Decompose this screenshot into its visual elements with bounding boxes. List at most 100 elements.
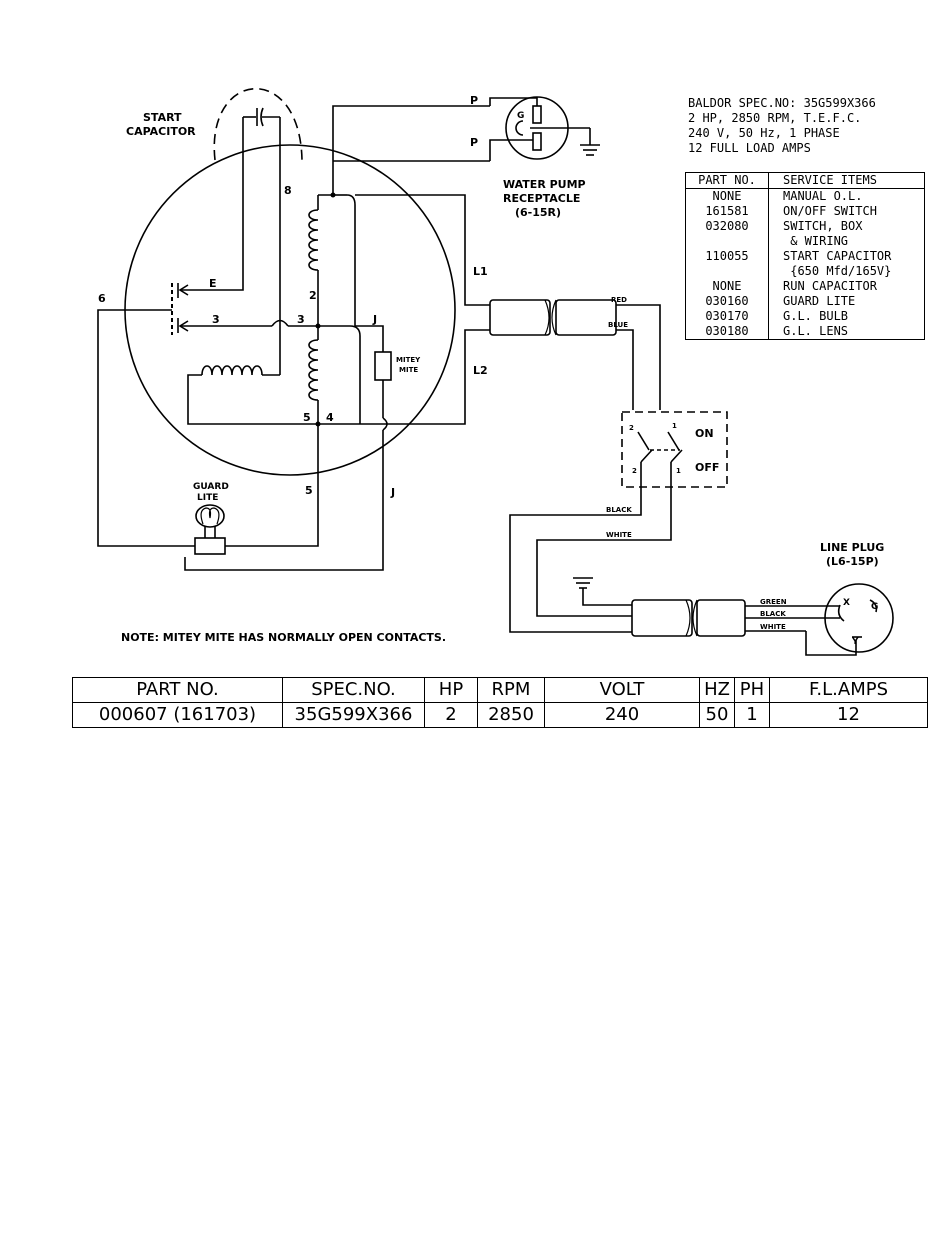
on-off-switch-icon xyxy=(509,411,728,633)
service-item-cell: RUN CAPACITOR xyxy=(783,279,877,293)
table-row: NONE RUN CAPACITOR xyxy=(685,279,925,294)
part-no-cell: 030160 xyxy=(685,294,769,309)
node-label: 6 xyxy=(98,292,106,305)
mitey-mite-icon xyxy=(374,351,392,381)
part-no-cell: NONE xyxy=(685,279,769,294)
lead-5 xyxy=(225,424,319,547)
service-item-cell: GUARD LITE xyxy=(783,294,856,308)
value-hz: 50 xyxy=(699,702,735,728)
guard-lite-icon xyxy=(194,504,226,555)
lead-j xyxy=(184,430,384,571)
node-label: 5 xyxy=(305,484,313,497)
node-label: 4 xyxy=(326,411,334,424)
receptacle-label: (6-15R) xyxy=(515,206,561,219)
mitey-mite-note: NOTE: MITEY MITE HAS NORMALLY OPEN CONTA… xyxy=(121,631,447,644)
main-winding-lower xyxy=(308,326,319,424)
part-no-cell: 030180 xyxy=(685,324,769,340)
spec-line: BALDOR SPEC.NO: 35G599X366 xyxy=(688,96,876,110)
water-pump-receptacle-icon xyxy=(489,96,600,161)
lead-l2 xyxy=(318,329,490,425)
wire-label: GREEN xyxy=(760,598,787,606)
receptacle-label: WATER PUMP xyxy=(503,178,586,191)
part-no-cell: 161581 xyxy=(685,204,769,219)
node-label: 2 xyxy=(632,467,637,475)
table-row: 030160 GUARD LITE xyxy=(685,294,925,309)
mitey-mite-label: MITEY xyxy=(396,356,421,364)
header-hp: HP xyxy=(424,677,478,703)
spec-line: 240 V, 50 Hz, 1 PHASE xyxy=(688,126,840,140)
ground-icon xyxy=(573,577,632,606)
node-label: X xyxy=(843,598,850,608)
value-ph: 1 xyxy=(734,702,770,728)
line-plug-label: LINE PLUG xyxy=(820,541,884,554)
spec-header: BALDOR SPEC.NO: 35G599X366 2 HP, 2850 RP… xyxy=(688,96,876,156)
motor-spec-table: PART NO. SPEC.NO. HP RPM VOLT HZ PH F.L.… xyxy=(72,677,928,728)
spec-line: 12 FULL LOAD AMPS xyxy=(688,141,811,155)
capacitor-lead-e xyxy=(180,117,244,291)
node-label: 1 xyxy=(676,467,681,475)
service-item-cell: SWITCH, BOX & WIRING xyxy=(783,219,863,248)
part-no-cell: 030170 xyxy=(685,309,769,324)
value-fl-amps: 12 xyxy=(769,702,928,728)
mitey-mite-label: MITE xyxy=(399,366,418,374)
wire-label: RED xyxy=(611,296,627,304)
wire-label: P xyxy=(470,94,478,107)
header-spec-no: SPEC.NO. xyxy=(282,677,425,703)
start-capacitor-label: CAPACITOR xyxy=(126,125,196,138)
guard-lite-label: LITE xyxy=(197,493,218,503)
start-capacitor-icon xyxy=(243,107,280,127)
line-plug-label: (L6-15P) xyxy=(826,555,879,568)
guard-lite-label: GUARD xyxy=(193,482,229,492)
node-label: 2 xyxy=(309,289,317,302)
switch-off-label: OFF xyxy=(695,461,719,474)
node-label: 8 xyxy=(284,184,292,197)
node-label: 1 xyxy=(672,422,677,430)
wire-label: BLUE xyxy=(608,321,628,329)
header-fl-amps: F.L.AMPS xyxy=(769,677,928,703)
wire-label: WHITE xyxy=(606,531,632,539)
table-row: 161581 ON/OFF SWITCH xyxy=(685,204,925,219)
wire-label: BLACK xyxy=(760,610,786,618)
part-no-cell: NONE xyxy=(685,188,769,204)
lead-l1 xyxy=(355,194,490,306)
service-header-items: SERVICE ITEMS xyxy=(768,172,925,189)
part-no-cell: 032080 xyxy=(685,219,769,249)
wire-label: P xyxy=(470,136,478,149)
start-capacitor-enclosure xyxy=(213,87,303,161)
spec-line: 2 HP, 2850 RPM, T.E.F.C. xyxy=(688,111,862,125)
line-cable xyxy=(631,599,857,656)
value-rpm: 2850 xyxy=(477,702,545,728)
value-hp: 2 xyxy=(424,702,478,728)
node-label: G xyxy=(871,602,878,612)
node-label: J xyxy=(390,486,395,499)
line-plug-icon xyxy=(824,583,894,653)
service-items-table: PART NO. SERVICE ITEMS NONE MANUAL O.L. 1… xyxy=(685,172,925,340)
service-header-part: PART NO. xyxy=(685,172,769,189)
start-winding xyxy=(187,365,318,425)
table-row: 030180 G.L. LENS xyxy=(685,324,925,340)
table-row: PART NO. SPEC.NO. HP RPM VOLT HZ PH F.L.… xyxy=(72,677,928,703)
part-no-cell: 110055 xyxy=(685,249,769,279)
value-part-no: 000607 (161703) xyxy=(72,702,283,728)
motor-cable xyxy=(489,299,661,410)
service-item-cell: MANUAL O.L. xyxy=(783,189,863,203)
main-winding-upper xyxy=(308,195,319,326)
node-label: Y xyxy=(851,637,859,647)
node-label: 5 xyxy=(303,411,311,424)
value-volt: 240 xyxy=(544,702,700,728)
wire-label: L2 xyxy=(473,364,488,377)
node-label: G xyxy=(517,111,524,121)
value-spec-no: 35G599X366 xyxy=(282,702,425,728)
table-row: 032080 SWITCH, BOX & WIRING xyxy=(685,219,925,249)
wire-label: WHITE xyxy=(760,623,786,631)
service-item-cell: G.L. LENS xyxy=(783,324,849,338)
lead-p1 xyxy=(318,105,490,196)
switch-on-label: ON xyxy=(695,427,714,440)
header-rpm: RPM xyxy=(477,677,545,703)
table-row: NONE MANUAL O.L. xyxy=(685,188,925,204)
service-item-cell: ON/OFF SWITCH xyxy=(783,204,877,218)
start-capacitor-label: START xyxy=(143,111,182,124)
